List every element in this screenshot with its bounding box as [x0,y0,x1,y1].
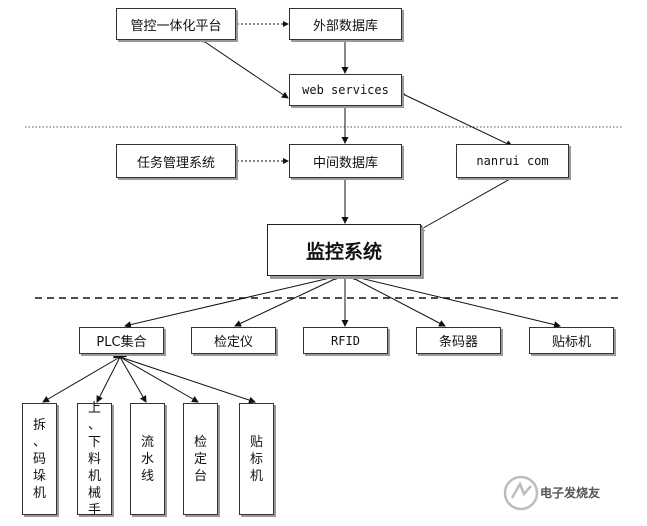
web-services-node: web services [289,74,402,106]
rfid-node: RFID [303,327,388,354]
leaf-char: 水 [140,451,154,467]
task-system-node: 任务管理系统 [116,144,236,178]
monitor-plc-link [124,273,337,329]
nanrui-node: nanrui com [456,144,569,178]
monitor-verifier-link [234,272,344,327]
leaf-char: 标 [249,451,263,467]
leaf-char: 机 [87,468,101,484]
leaf-node: 检定台 [183,403,218,515]
leaf-char: 机 [249,468,263,484]
leaf-char: 机 [32,485,46,501]
web-nanrui-link [398,89,513,147]
leaf-node: 贴标机 [239,403,274,515]
watermark-text: 电子发烧友 [540,486,601,500]
leaf-char: 定 [193,451,207,467]
leaf-char: 码 [32,451,46,467]
leaf-char: 检 [193,434,207,450]
leaf-char: 械 [87,485,101,501]
platform-node: 管控一体化平台 [116,8,236,40]
leaf-node: 流水线 [130,403,165,515]
plc-leaf-link [113,350,147,403]
leaf-char: 线 [140,468,154,484]
leaf-char: 流 [140,434,154,450]
barcode-node: 条码器 [416,327,501,354]
platform-web-link [198,35,289,99]
middle-db-node: 中间数据库 [289,144,402,178]
monitor-barcode-link [346,272,446,327]
leaf-char: 贴 [249,434,263,450]
monitor-labeler-link [353,273,561,329]
leaf-char: 、 [32,434,46,450]
leaf-char: 、 [87,417,101,433]
leaf-char: 下 [87,434,101,450]
watermark-logo [503,475,539,511]
leaf-char: 拆 [32,417,46,433]
leaf-char: 台 [193,468,207,484]
leaf-char: 垛 [32,468,46,484]
plc-node: PLC集合 [79,327,164,354]
leaf-node: 上、下料机械手 [77,400,112,518]
monitor-system-node: 监控系统 [267,224,421,276]
leaf-node: 拆、码垛机 [22,403,57,515]
leaf-char: 料 [87,451,101,467]
plc-leaf-link [113,351,256,404]
leaf-char: 手 [87,502,101,518]
labeler-node: 贴标机 [529,327,614,354]
nanrui-monitor-link [417,178,511,232]
leaf-char: 上 [87,400,101,416]
verifier-node: 检定仪 [191,327,276,354]
external-db-node: 外部数据库 [289,8,402,40]
